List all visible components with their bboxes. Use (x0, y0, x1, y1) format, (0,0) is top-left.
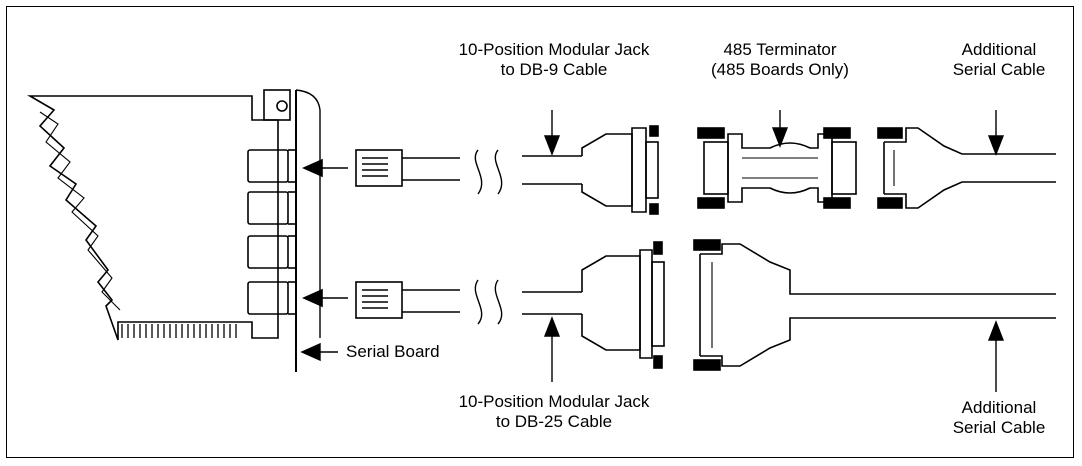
db25-connector-bottom (522, 241, 665, 369)
jack-2 (247, 191, 289, 225)
jack-3 (247, 235, 289, 269)
label-additional-bottom-line2: Serial Cable (952, 418, 1046, 437)
additional-cable-bottom (693, 239, 1056, 371)
label-db25-cable-line2: to DB-25 Cable (495, 412, 613, 431)
label-terminator-line2: (485 Boards Only) (711, 60, 849, 79)
additional-cable-top (877, 127, 1056, 209)
figure-frame (6, 6, 1074, 458)
label-additional-bottom: Additional Serial Cable (936, 398, 1062, 438)
label-db9-cable: 10-Position Modular Jack to DB-9 Cable (434, 40, 674, 80)
insert-arrows (302, 158, 348, 308)
board-outline (27, 95, 279, 341)
db9-connector-top (522, 125, 659, 215)
label-db25-cable: 10-Position Modular Jack to DB-25 Cable (434, 392, 674, 432)
cable-break-bottom (474, 279, 503, 325)
label-db9-cable-line1: 10-Position Modular Jack (458, 40, 650, 59)
serial-board (27, 89, 321, 372)
modular-plug-top (355, 149, 460, 187)
cable-break-top (474, 149, 503, 195)
bracket-tab (263, 89, 291, 121)
label-db9-cable-line2: to DB-9 Cable (500, 60, 608, 79)
label-additional-top-line1: Additional (961, 40, 1037, 59)
label-additional-top: Additional Serial Cable (936, 40, 1062, 80)
bracket-top (295, 89, 321, 338)
label-additional-bottom-line1: Additional (961, 398, 1037, 417)
label-additional-top-line2: Serial Cable (952, 60, 1046, 79)
edge-connector (121, 324, 237, 338)
jack-4 (247, 281, 289, 315)
jack-1 (247, 149, 289, 183)
label-db25-cable-line1: 10-Position Modular Jack (458, 392, 650, 411)
label-serial-board: Serial Board (346, 342, 440, 361)
callout-arrows (300, 110, 1005, 392)
modular-plug-bottom (355, 281, 460, 319)
label-terminator-line1: 485 Terminator (723, 40, 837, 59)
board-tear-line (39, 111, 121, 311)
485-terminator (697, 127, 857, 209)
label-terminator: 485 Terminator (485 Boards Only) (680, 40, 880, 80)
bracket-screw-hole (276, 100, 288, 112)
